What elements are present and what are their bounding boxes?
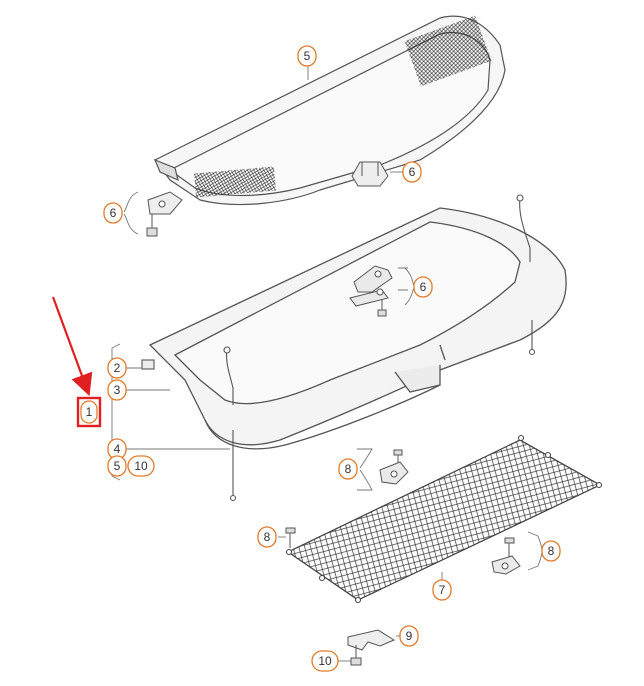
callout-10-lower[interactable]: 10 — [311, 650, 339, 672]
clip-part-8-upper — [379, 449, 409, 485]
svg-text:5: 5 — [304, 49, 311, 63]
hook-part-9 — [347, 629, 396, 651]
callouts: 5 6 6 6 2 3 1 4 — [80, 45, 561, 672]
svg-text:6: 6 — [110, 206, 117, 220]
callout-6-center-clip[interactable]: 6 — [413, 276, 433, 298]
callout-1-parcel-shelf[interactable]: 1 — [80, 400, 98, 424]
callout-10-upper[interactable]: 10 — [127, 455, 155, 477]
svg-text:10: 10 — [134, 459, 148, 473]
clip-part-center — [349, 265, 393, 317]
bracket-part-left — [146, 191, 183, 237]
svg-text:6: 6 — [420, 280, 427, 294]
highlight-box — [76, 396, 102, 428]
svg-text:8: 8 — [264, 530, 271, 544]
clip-part-upper — [351, 161, 389, 187]
svg-text:4: 4 — [114, 442, 121, 456]
callout-7-net[interactable]: 7 — [432, 579, 452, 601]
callout-8-left-screw[interactable]: 8 — [257, 526, 277, 548]
svg-text:5: 5 — [114, 459, 121, 473]
svg-text:1: 1 — [86, 405, 93, 419]
callout-2[interactable]: 2 — [107, 357, 127, 379]
svg-text:8: 8 — [548, 544, 555, 558]
svg-text:8: 8 — [345, 462, 352, 476]
callout-5-cover[interactable]: 5 — [297, 45, 317, 67]
highlight-arrow — [51, 296, 93, 397]
support-cords — [141, 194, 536, 502]
callout-6-left-bracket[interactable]: 6 — [103, 202, 123, 224]
cargo-net-part — [285, 434, 603, 604]
svg-text:10: 10 — [318, 654, 332, 668]
callout-6-upper-clip[interactable]: 6 — [402, 161, 422, 183]
svg-text:7: 7 — [439, 583, 446, 597]
clip-part-8-right — [491, 537, 521, 575]
callout-9-hook[interactable]: 9 — [399, 625, 419, 647]
svg-text:9: 9 — [406, 629, 413, 643]
leader-lines — [111, 66, 543, 662]
callout-8-right-clip[interactable]: 8 — [541, 540, 561, 562]
callout-8-upper-clip[interactable]: 8 — [338, 458, 358, 480]
svg-text:2: 2 — [114, 361, 121, 375]
cover-panel-part — [153, 15, 506, 206]
screw-part-10 — [350, 645, 362, 666]
svg-text:3: 3 — [114, 383, 121, 397]
parcel-shelf-part — [148, 207, 567, 450]
screw-part-8-left — [285, 527, 296, 548]
svg-text:6: 6 — [409, 165, 416, 179]
callout-3[interactable]: 3 — [107, 379, 127, 401]
callout-5-lower[interactable]: 5 — [107, 455, 127, 477]
